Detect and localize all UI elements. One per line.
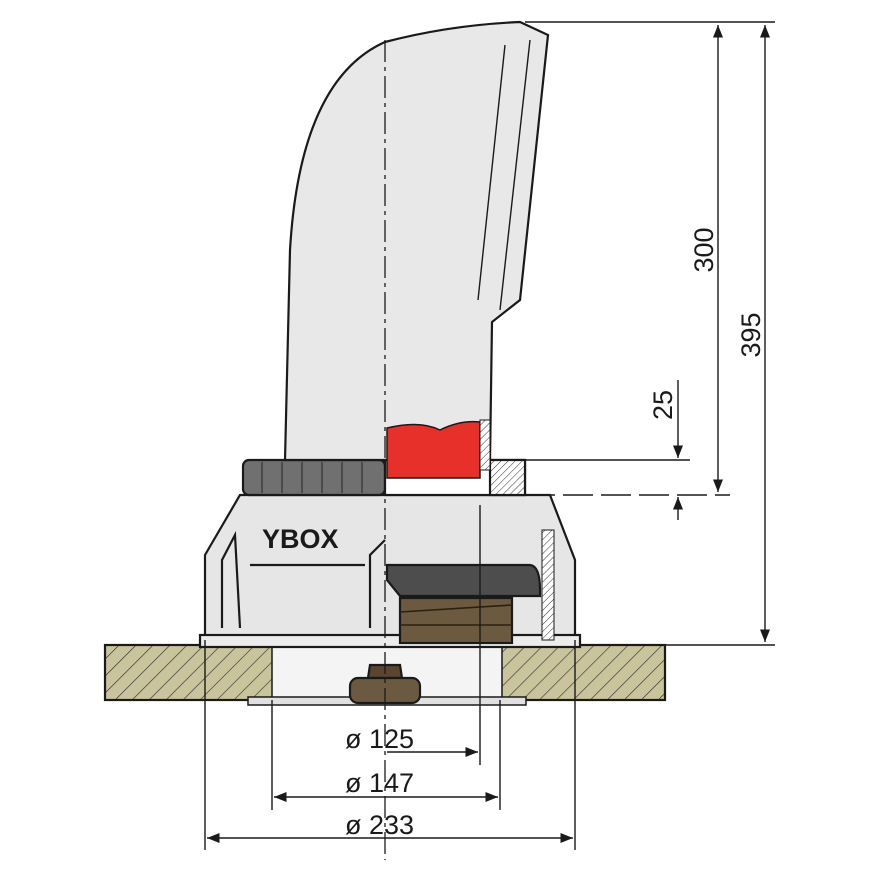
ybox-label: YBOX [262, 524, 339, 554]
dim-dia-233: ø 233 [345, 810, 414, 840]
dim-dia-147: ø 147 [345, 768, 414, 798]
vertical-dimensions: 300 395 25 [525, 21, 775, 646]
dim-dia-125: ø 125 [345, 724, 414, 754]
cowl-vent [283, 20, 550, 479]
horizontal-dimensions: ø 125 ø 147 ø 233 [204, 505, 576, 850]
water-trap-valve [385, 563, 542, 645]
dim-395: 395 [736, 312, 766, 357]
dim-300: 300 [689, 227, 719, 272]
dim-25: 25 [648, 390, 678, 420]
